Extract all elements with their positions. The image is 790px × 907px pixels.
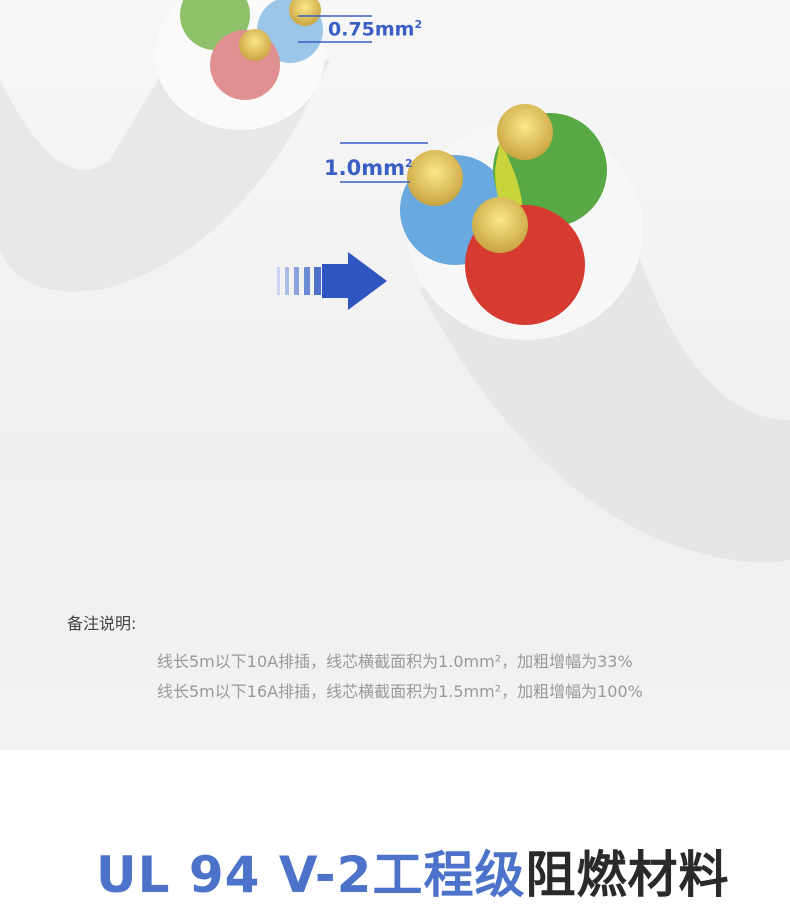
note-line: 线长5m以下10A排插，线芯横截面积为1.0mm²，加粗增幅为33% (157, 652, 633, 671)
notes-title: 备注说明: (67, 614, 137, 633)
headline-dark-text: 阻燃材料 (525, 846, 730, 904)
small-cable-size-label: 0.75mm2 (328, 18, 423, 41)
arrow-right-icon (277, 252, 387, 310)
product-hero-image: 0.75mm2 1.0mm2 备注说明: 线长5m以下10A排插，线芯横截面积为… (0, 0, 790, 750)
note-line: 线长5m以下16A排插，线芯横截面积为1.5mm²，加粗增幅为100% (157, 682, 643, 701)
large-cable (400, 104, 790, 563)
large-cable-size-label: 1.0mm2 (324, 156, 413, 180)
cable-illustration (0, 0, 790, 563)
small-cable (0, 0, 330, 292)
headline-blue-text: UL 94 V-2工程级 (96, 846, 526, 904)
section-headline: UL 94 V-2工程级阻燃材料 (96, 835, 729, 907)
